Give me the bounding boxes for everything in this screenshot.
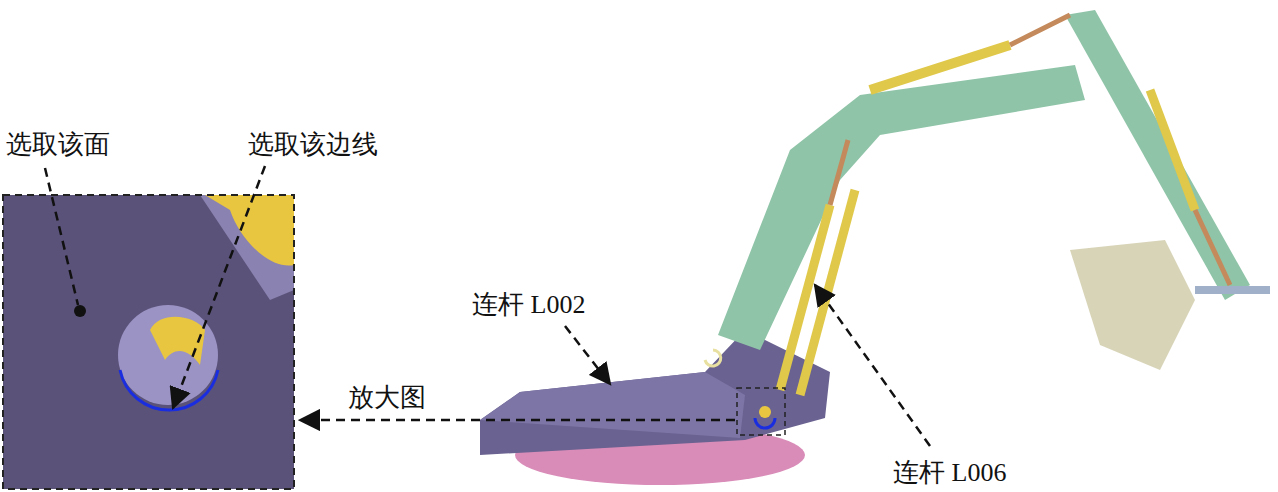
excavator-model: [1010, 15, 1070, 45]
leader-line: [300, 419, 735, 422]
leader-dot: [74, 305, 86, 317]
zoom-view: [3, 195, 294, 489]
excavator-model: [737, 388, 785, 435]
leader-line: [565, 326, 610, 384]
excavator-model: [705, 350, 721, 366]
leader-line: [45, 166, 930, 446]
leader-line: [45, 168, 78, 305]
excavator-model: [480, 372, 745, 438]
callout-label: 放大图: [346, 383, 428, 413]
excavator-model: [1195, 210, 1230, 285]
excavator-model: [718, 65, 1085, 350]
callout-label: 选取该面: [4, 130, 112, 160]
leader-line: [815, 285, 930, 446]
excavator-model: [1150, 90, 1195, 210]
excavator-model: [480, 330, 830, 455]
excavator-model: [480, 10, 1270, 485]
excavator-model: [830, 140, 848, 205]
excavator-model: [755, 418, 775, 428]
excavator-model: [1070, 240, 1195, 370]
zoom-view: [120, 370, 218, 410]
zoom-view: [150, 317, 205, 365]
zoom-view: [3, 195, 294, 489]
part-name: 连杆 L006: [891, 458, 1008, 488]
excavator-model: [800, 190, 855, 395]
zoom-view: [205, 195, 294, 266]
callout-label: 选取该边线: [246, 130, 380, 160]
zoom-view: [3, 195, 294, 489]
excavator-model: [759, 406, 771, 418]
excavator-model: [870, 45, 1010, 90]
zoom-view: [118, 305, 218, 405]
part-name: 连杆 L002: [470, 290, 587, 320]
leader-line: [173, 166, 265, 408]
excavator-model: [1195, 286, 1270, 294]
